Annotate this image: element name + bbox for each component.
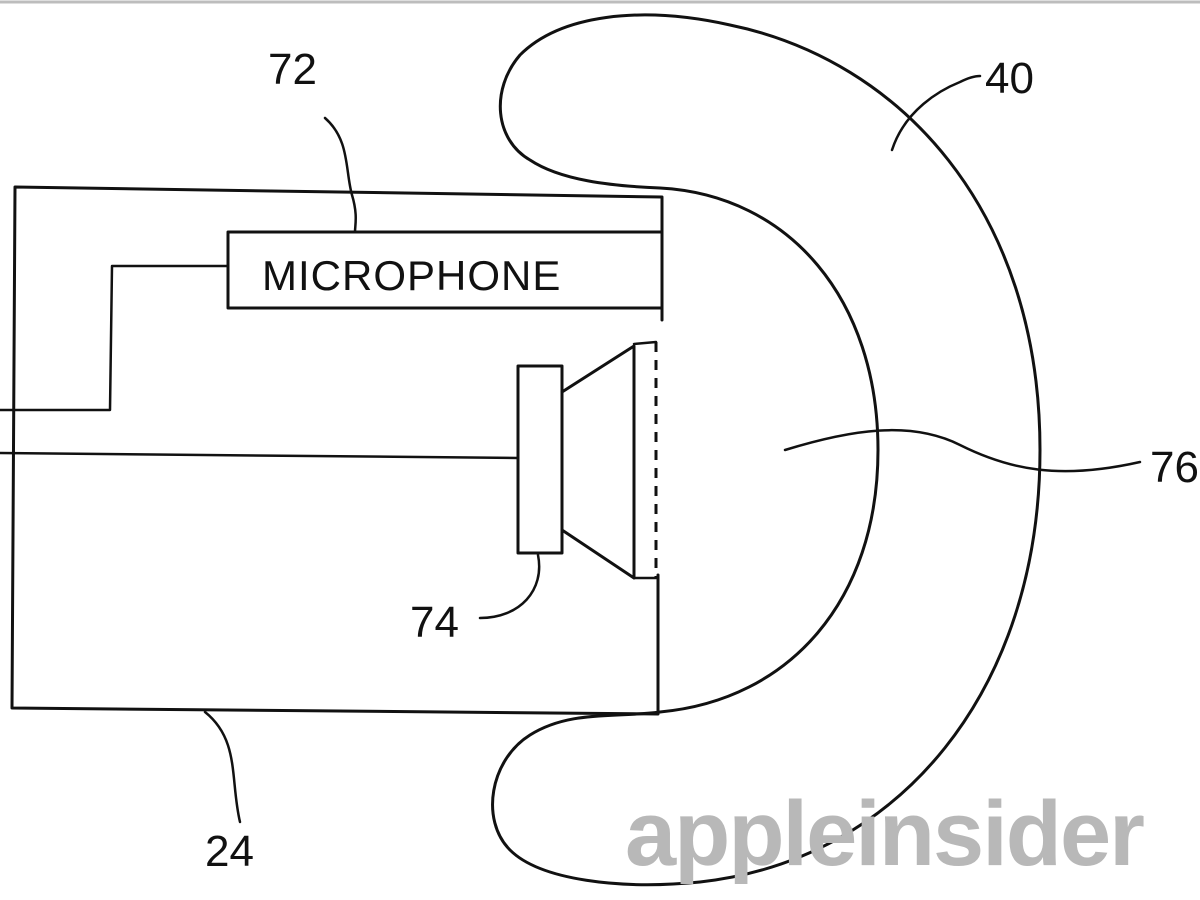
leader-24: [203, 710, 242, 824]
leader-74: [478, 553, 541, 620]
microphone-label: MICROPHONE: [262, 252, 561, 299]
ref-72-label: 72: [268, 45, 317, 94]
ref-40-label: 40: [985, 54, 1034, 103]
ref-74-label: 74: [410, 598, 459, 647]
speaker-magnet: [516, 364, 564, 555]
leader-76: [783, 428, 1142, 473]
speaker-cone: [560, 344, 636, 580]
grille-top-cap: [632, 340, 658, 346]
speaker-wire: [0, 451, 520, 460]
ear-tip-outline: [491, 13, 1042, 887]
ref-24-label: 24: [205, 827, 254, 876]
ref-76-label: 76: [1150, 443, 1199, 492]
microphone-block: [226, 230, 664, 310]
appleinsider-watermark: appleinsider: [625, 783, 1144, 885]
leader-72: [323, 116, 357, 234]
housing-outline: [10, 185, 664, 716]
leader-40: [890, 74, 982, 152]
microphone-wire: [0, 264, 230, 412]
